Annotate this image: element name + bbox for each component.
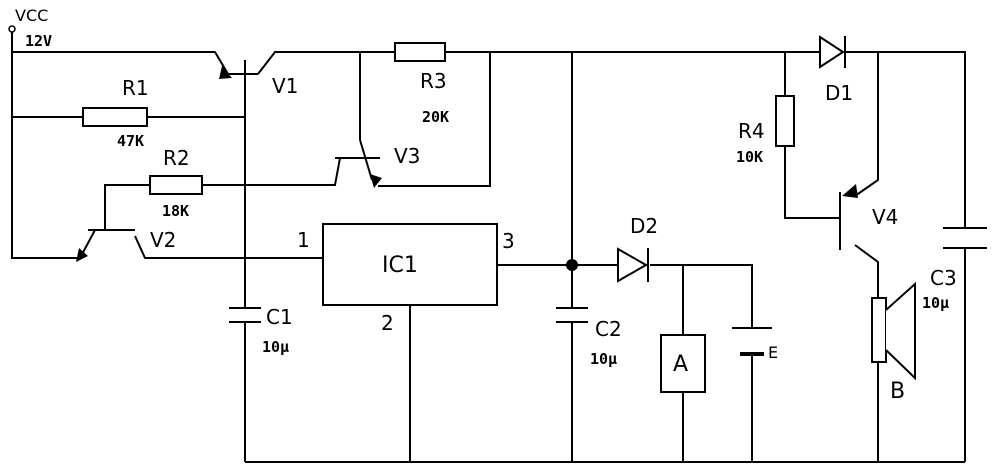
v4-label: V4 xyxy=(872,205,898,229)
speaker-b xyxy=(871,281,916,381)
r3-value: 20K xyxy=(422,108,449,126)
capacitor-c1 xyxy=(229,307,261,323)
ic1-pin2-label: 2 xyxy=(381,311,394,335)
c2-label: C2 xyxy=(595,317,622,341)
vcc-voltage: 12V xyxy=(25,32,52,50)
resistor-r1 xyxy=(82,107,148,127)
c2-value: 10μ xyxy=(590,350,617,368)
r4-value: 10K xyxy=(736,148,763,166)
r3-label: R3 xyxy=(420,69,447,93)
c1-label: C1 xyxy=(266,305,293,329)
c1-value: 10μ xyxy=(262,338,289,356)
junction-dot xyxy=(566,259,578,271)
speaker-b-label: B xyxy=(890,379,905,404)
meter-a xyxy=(660,334,706,393)
d1-label: D1 xyxy=(825,81,853,105)
c3-value: 10μ xyxy=(922,294,949,312)
diode-d2 xyxy=(617,247,649,283)
r1-value: 47K xyxy=(117,132,144,150)
ic1-pin3-label: 3 xyxy=(502,229,515,253)
v2-label: V2 xyxy=(150,228,176,252)
meter-a-label: A xyxy=(673,352,688,377)
battery-e-label: E xyxy=(768,343,778,362)
transistor-v2 xyxy=(76,229,135,262)
transistor-v3 xyxy=(335,157,382,188)
capacitor-c2 xyxy=(556,307,588,323)
ic1-label: IC1 xyxy=(382,253,418,278)
transistor-v1 xyxy=(219,60,258,79)
diode-d1 xyxy=(819,35,846,69)
battery-e xyxy=(732,327,772,356)
r4-label: R4 xyxy=(738,119,765,143)
v1-label: V1 xyxy=(272,74,298,98)
vcc-terminal xyxy=(8,25,16,33)
transistor-v4 xyxy=(839,184,858,250)
resistor-r3 xyxy=(394,42,446,62)
ic1-box xyxy=(322,223,498,306)
capacitor-c3 xyxy=(943,227,987,249)
r2-value: 18K xyxy=(162,202,189,220)
resistor-r2 xyxy=(149,175,203,195)
resistor-r4 xyxy=(775,95,795,147)
r2-label: R2 xyxy=(163,146,190,170)
c3-label: C3 xyxy=(930,266,957,290)
r1-label: R1 xyxy=(122,76,149,100)
vcc-label: VCC xyxy=(15,6,48,25)
ic1-pin1-label: 1 xyxy=(297,228,310,252)
d2-label: D2 xyxy=(630,214,658,238)
v3-label: V3 xyxy=(394,144,420,168)
